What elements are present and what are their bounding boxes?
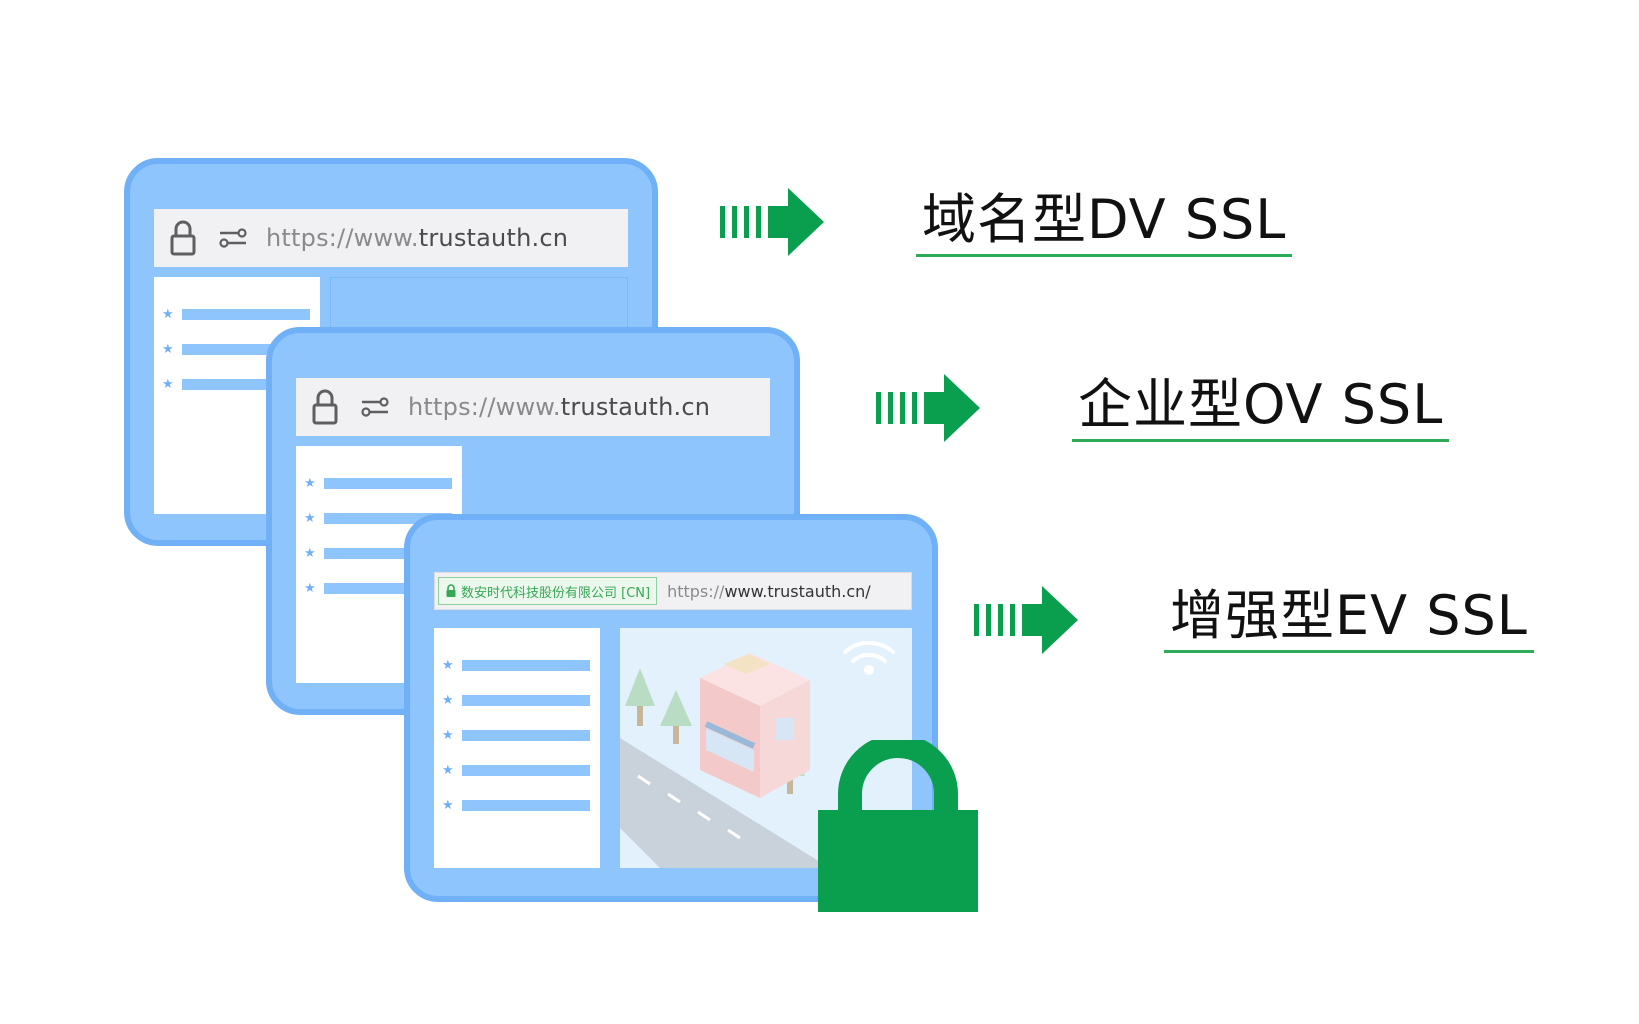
address-bar: 数安时代科技股份有限公司 [CN] https://www.trustauth.… (434, 572, 912, 610)
sidebar: ★ ★ ★ ★ ★ (434, 628, 600, 868)
list-item: ★ (154, 332, 320, 367)
list-item: ★ (296, 501, 462, 536)
address-bar: https://www.trustauth.cn (154, 209, 628, 267)
arrow-icon (720, 188, 824, 256)
url-text: https://www.trustauth.cn (266, 224, 569, 252)
list-item: ★ (434, 788, 600, 823)
list-item: ★ (434, 683, 600, 718)
arrow-icon (876, 374, 980, 442)
shop-building (700, 653, 810, 798)
tree-icon (660, 690, 692, 744)
ev-organization-badge: 数安时代科技股份有限公司 [CN] (438, 577, 658, 605)
star-icon: ★ (304, 476, 316, 491)
label-ev-ssl: 增强型EV SSL (1164, 585, 1534, 654)
padlock-icon (446, 584, 456, 597)
list-item: ★ (154, 367, 320, 402)
list-item: ★ (434, 648, 600, 683)
padlock-icon (312, 389, 338, 425)
url-text: https://www.trustauth.cn (408, 393, 711, 421)
tree-icon (625, 668, 655, 726)
list-item: ★ (434, 718, 600, 753)
padlock-icon (170, 220, 196, 256)
star-icon: ★ (442, 728, 454, 743)
label-ov-ssl: 企业型OV SSL (1072, 374, 1450, 443)
list-item: ★ (296, 466, 462, 501)
list-item: ★ (296, 571, 462, 606)
ev-organization-name: 数安时代科技股份有限公司 [CN] (461, 585, 651, 601)
wifi-icon (843, 640, 895, 675)
star-icon: ★ (304, 546, 316, 561)
star-icon: ★ (442, 658, 454, 673)
tune-icon (361, 397, 389, 417)
tune-icon (219, 228, 247, 248)
star-icon: ★ (162, 342, 174, 357)
list-item: ★ (296, 536, 462, 571)
star-icon: ★ (304, 511, 316, 526)
storefront-illustration (620, 628, 912, 868)
address-bar: https://www.trustauth.cn (296, 378, 770, 436)
star-icon: ★ (162, 377, 174, 392)
star-icon: ★ (304, 581, 316, 596)
star-icon: ★ (162, 307, 174, 322)
list-item: ★ (434, 753, 600, 788)
label-dv-ssl: 域名型DV SSL (916, 189, 1293, 258)
list-item: ★ (154, 297, 320, 332)
padlock-icon (818, 740, 978, 912)
star-icon: ★ (442, 693, 454, 708)
browser-window-ev: 数安时代科技股份有限公司 [CN] https://www.trustauth.… (404, 514, 938, 902)
arrow-icon (974, 586, 1078, 654)
star-icon: ★ (442, 798, 454, 813)
url-text: https://www.trustauth.cn/ (667, 581, 871, 601)
star-icon: ★ (442, 763, 454, 778)
